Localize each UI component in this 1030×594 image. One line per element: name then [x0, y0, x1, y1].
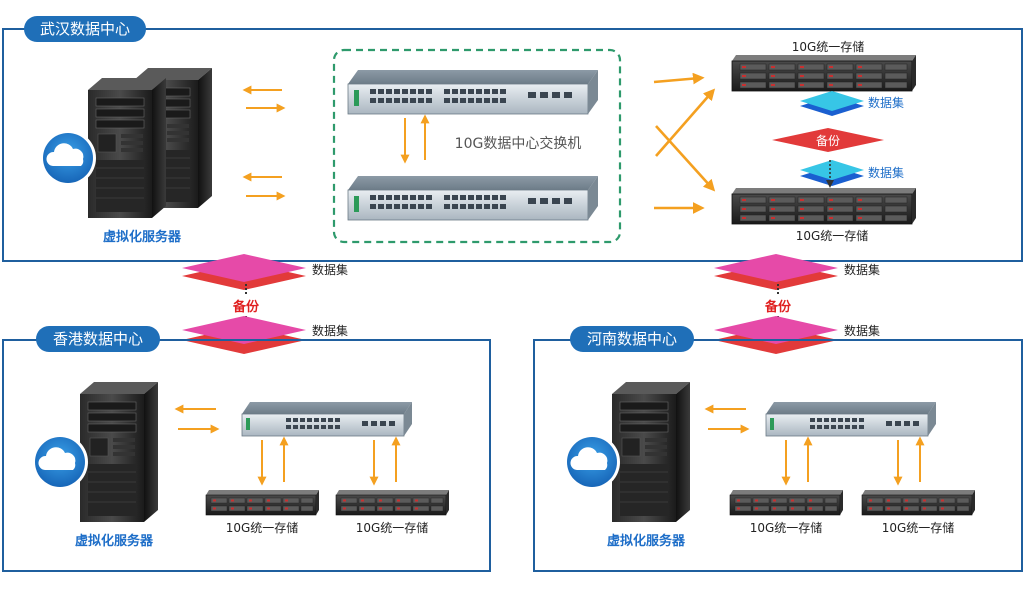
henan-frame: [533, 339, 1023, 572]
storage-bottom-label: 10G统一存储: [796, 228, 869, 243]
henan-storage1-label: 10G统一存储: [750, 520, 823, 535]
wuhan-backup-diamond: [772, 128, 884, 152]
wuhan-cloud-icon: [40, 130, 96, 186]
storage-top-label: 10G统一存储: [792, 39, 865, 54]
hongkong-switch-storage-arrows: [257, 436, 401, 486]
between-right-dataset-bottom-icon: [714, 316, 838, 354]
wuhan-server-label: 虚拟化服务器: [103, 229, 182, 245]
wuhan-title: 武汉数据中心: [40, 20, 130, 38]
core-switch-bottom-icon: [347, 175, 599, 221]
henan-storage2-label: 10G统一存储: [882, 520, 955, 535]
between-right-backup: 数据集 备份 数据集: [714, 254, 880, 354]
wuhan-dataset-top-icon: [800, 91, 864, 116]
hongkong-title-tab: [36, 326, 160, 352]
hongkong-server-tower-icon: [79, 381, 159, 523]
wuhan-title-tab: [24, 16, 146, 42]
henan-server-label: 虚拟化服务器: [607, 533, 686, 549]
henan-title-tab: [570, 326, 694, 352]
hongkong-storage1-label: 10G统一存储: [226, 520, 299, 535]
henan-server-switch-arrows: [704, 404, 750, 434]
switch-stack-arrows: [400, 114, 430, 164]
henan-storage2-icon: [861, 489, 976, 516]
wuhan-server-tower-icon: [87, 67, 213, 219]
hongkong-storage2-icon: [335, 489, 450, 516]
between-left-backup: 数据集 备份 数据集: [182, 254, 348, 354]
wuhan-datacenter: 武汉数据中心 虚拟化服务器 10G数据中心交换机: [2, 16, 1023, 262]
hongkong-cloud-icon: [32, 434, 88, 490]
hongkong-server-label: 虚拟化服务器: [75, 533, 154, 549]
storage-top-icon: [731, 54, 917, 92]
wuhan-server-switch-arrows: [242, 85, 286, 201]
core-switch-top-icon: [347, 69, 599, 115]
henan-cloud-icon: [564, 434, 620, 490]
henan-switch-storage-arrows: [781, 436, 925, 486]
henan-datacenter: 河南数据中心 虚拟化服务器 10G统一存储 10G统一存储: [533, 326, 1023, 572]
switch-storage-arrows: [653, 72, 716, 214]
storage-bottom-icon: [731, 187, 917, 225]
hongkong-storage1-icon: [205, 489, 320, 516]
henan-storage1-icon: [729, 489, 844, 516]
between-left-dataset-bottom-icon: [182, 316, 306, 354]
hongkong-title: 香港数据中心: [53, 330, 143, 348]
between-right-dataset-top-icon: [714, 254, 838, 290]
between-left-dataset-bottom-label: 数据集: [312, 323, 348, 338]
hongkong-storage2-label: 10G统一存储: [356, 520, 429, 535]
between-right-dataset-bottom-label: 数据集: [844, 323, 880, 338]
hongkong-frame: [2, 339, 491, 572]
switch-label: 10G数据中心交换机: [455, 135, 582, 152]
wuhan-backup-label: 备份: [816, 134, 840, 148]
between-right-dataset-top-label: 数据集: [844, 262, 880, 277]
henan-server-tower-icon: [611, 381, 691, 523]
switch-group-frame: [332, 48, 622, 244]
hongkong-switch-icon: [241, 401, 413, 437]
between-left-dataset-top-label: 数据集: [312, 262, 348, 277]
between-right-backup-label: 备份: [764, 299, 792, 315]
henan-switch-icon: [765, 401, 937, 437]
wuhan-frame: [2, 28, 1023, 262]
wuhan-dataset-top-label: 数据集: [868, 95, 904, 110]
wuhan-dataset-bottom-label: 数据集: [868, 165, 904, 180]
wuhan-dataset-bottom-icon: [800, 160, 864, 186]
between-left-backup-label: 备份: [232, 299, 260, 315]
hongkong-server-switch-arrows: [174, 404, 220, 434]
between-left-dataset-top-icon: [182, 254, 306, 290]
hongkong-datacenter: 香港数据中心 虚拟化服务器 10G统一存储 10G统一存储: [2, 326, 491, 572]
henan-title: 河南数据中心: [587, 330, 677, 348]
